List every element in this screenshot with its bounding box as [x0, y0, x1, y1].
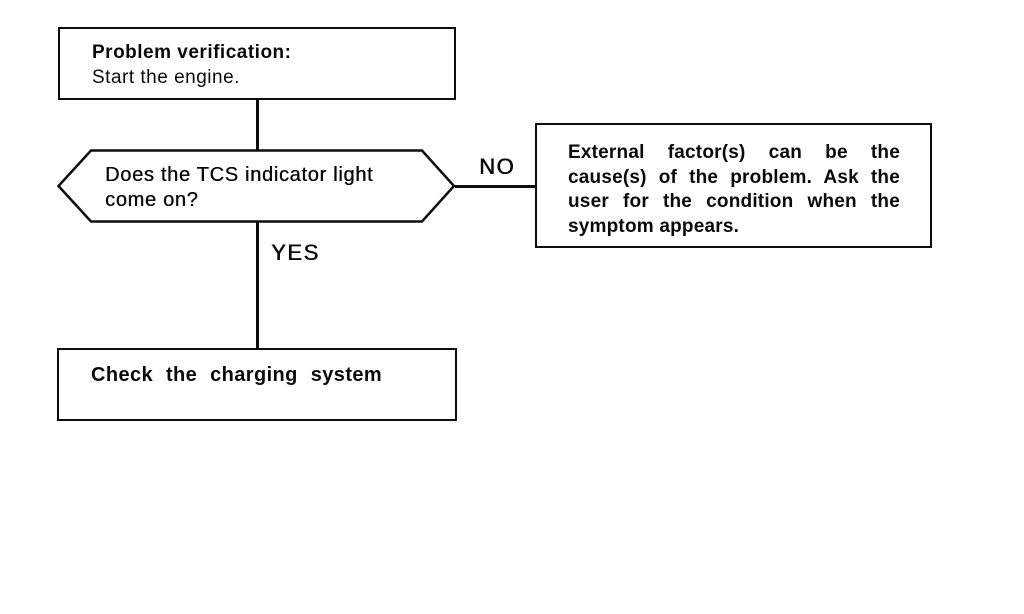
start-box-title: Problem verification: — [92, 42, 292, 63]
decision-hexagon-shape — [57, 149, 456, 223]
decision-hexagon-outline — [57, 149, 456, 223]
start-box-subtitle: Start the engine. — [92, 67, 240, 88]
node-check-charging-system: Check the charging system — [57, 348, 457, 421]
connector-decision-to-external — [455, 185, 536, 188]
connector-decision-to-check — [256, 221, 259, 349]
decision-question: Does the TCS indicator light come on? — [105, 164, 374, 211]
node-external-factors: External factor(s) can be the cause(s) o… — [535, 123, 932, 248]
branch-label-yes: YES — [271, 240, 320, 265]
node-problem-verification: Problem verification: Start the engine. — [58, 27, 456, 100]
connector-start-to-decision — [256, 98, 259, 151]
node-decision-tcs-light: Does the TCS indicator light come on? — [57, 149, 456, 223]
branch-label-no: NO — [479, 154, 515, 179]
